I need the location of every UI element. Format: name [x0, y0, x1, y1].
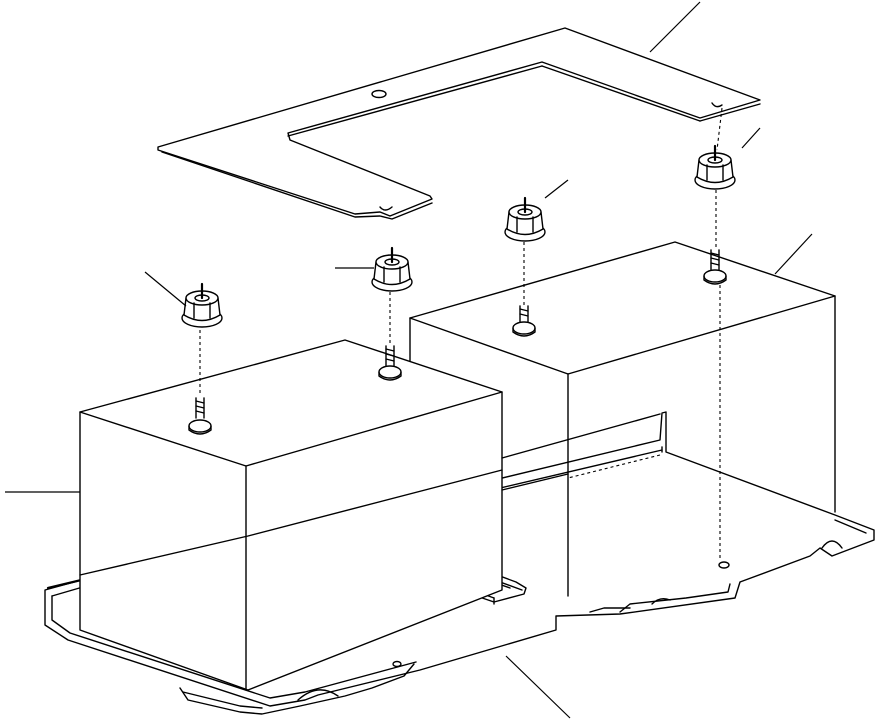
battery-left — [79, 339, 503, 691]
flange-nut — [371, 254, 413, 292]
nut-studs — [200, 144, 717, 300]
flange-nut — [181, 290, 223, 328]
hold-down-bolt — [188, 397, 212, 435]
flange-nut — [504, 204, 546, 242]
hold-down-bolt — [378, 345, 402, 381]
hold-down-bolt — [703, 249, 727, 285]
tray-rim-inner — [501, 473, 569, 491]
callout-leaders — [5, 1, 813, 719]
hold-down-bolt — [512, 305, 536, 337]
battery-cover-plate — [157, 27, 761, 220]
alignment-lines — [199, 107, 723, 560]
tray-rim-hidden — [567, 454, 661, 479]
tray-rim-back — [501, 413, 661, 459]
